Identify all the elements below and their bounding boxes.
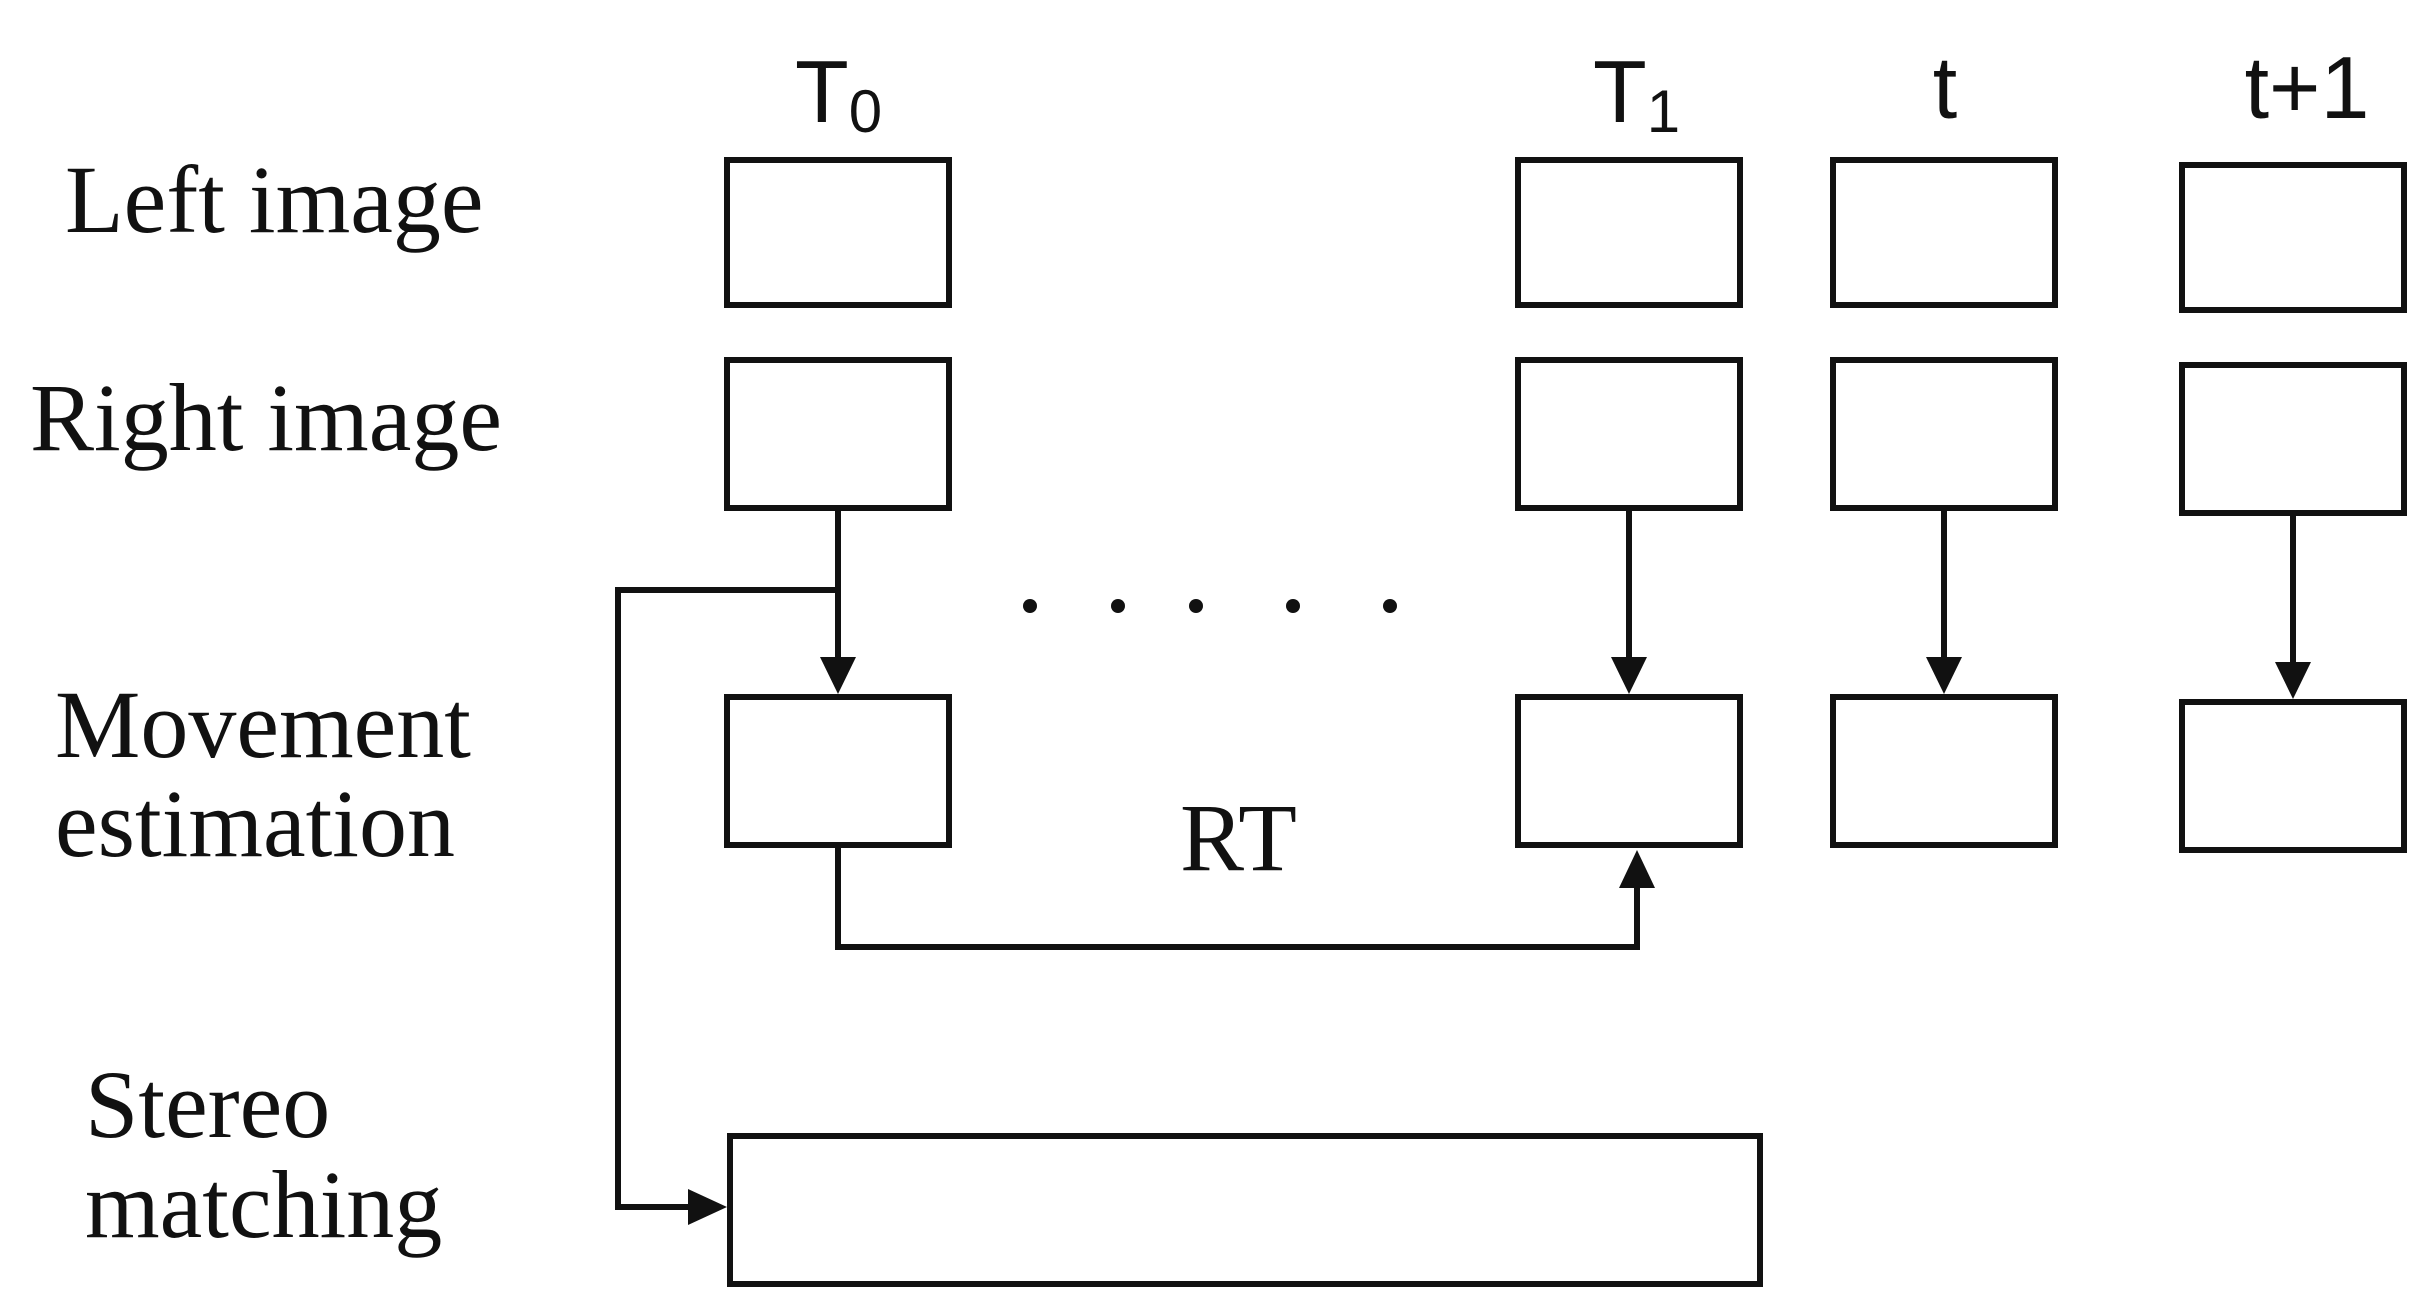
row-label-matching: matching xyxy=(85,1151,442,1258)
movement-box-t1 xyxy=(1515,694,1743,848)
arrow-head-t0 xyxy=(820,657,856,694)
rt-label: RT xyxy=(1180,784,1297,891)
row-label-left-image: Left image xyxy=(65,146,483,253)
right-image-box-t0 xyxy=(724,357,952,511)
stereo-matching-connector xyxy=(615,587,838,1210)
column-header-t1: T1 xyxy=(1593,42,1680,145)
arrow-head-t-plus-1 xyxy=(2275,662,2311,699)
column-header-t0: T0 xyxy=(795,42,882,145)
column-header-t-plus-1: t+1 xyxy=(2245,38,2370,137)
right-image-box-t1 xyxy=(1515,357,1743,511)
ellipsis-dot xyxy=(1189,599,1203,613)
rt-connector xyxy=(835,845,1640,950)
arrow-head-t1 xyxy=(1611,657,1647,694)
rt-arrow-head xyxy=(1619,850,1655,888)
movement-box-t-plus-1 xyxy=(2179,699,2407,853)
column-header-t: t xyxy=(1933,38,1957,137)
row-label-movement: Movement xyxy=(55,671,471,778)
left-image-box-t xyxy=(1830,157,2058,308)
right-image-box-t xyxy=(1830,357,2058,511)
movement-box-t0 xyxy=(724,694,952,848)
left-image-box-t0 xyxy=(724,157,952,308)
stereo-matching-box xyxy=(727,1133,1763,1287)
ellipsis-dot xyxy=(1111,599,1125,613)
row-label-stereo: Stereo xyxy=(85,1051,330,1158)
ellipsis-dot xyxy=(1023,599,1037,613)
ellipsis-dot xyxy=(1286,599,1300,613)
movement-box-t xyxy=(1830,694,2058,848)
left-image-box-t-plus-1 xyxy=(2179,162,2407,313)
row-label-right-image: Right image xyxy=(30,364,502,471)
stereo-matching-arrow-head xyxy=(688,1189,727,1225)
right-image-box-t-plus-1 xyxy=(2179,362,2407,516)
left-image-box-t1 xyxy=(1515,157,1743,308)
ellipsis-dot xyxy=(1383,599,1397,613)
arrow-head-t xyxy=(1926,657,1962,694)
row-label-estimation: estimation xyxy=(55,770,455,877)
